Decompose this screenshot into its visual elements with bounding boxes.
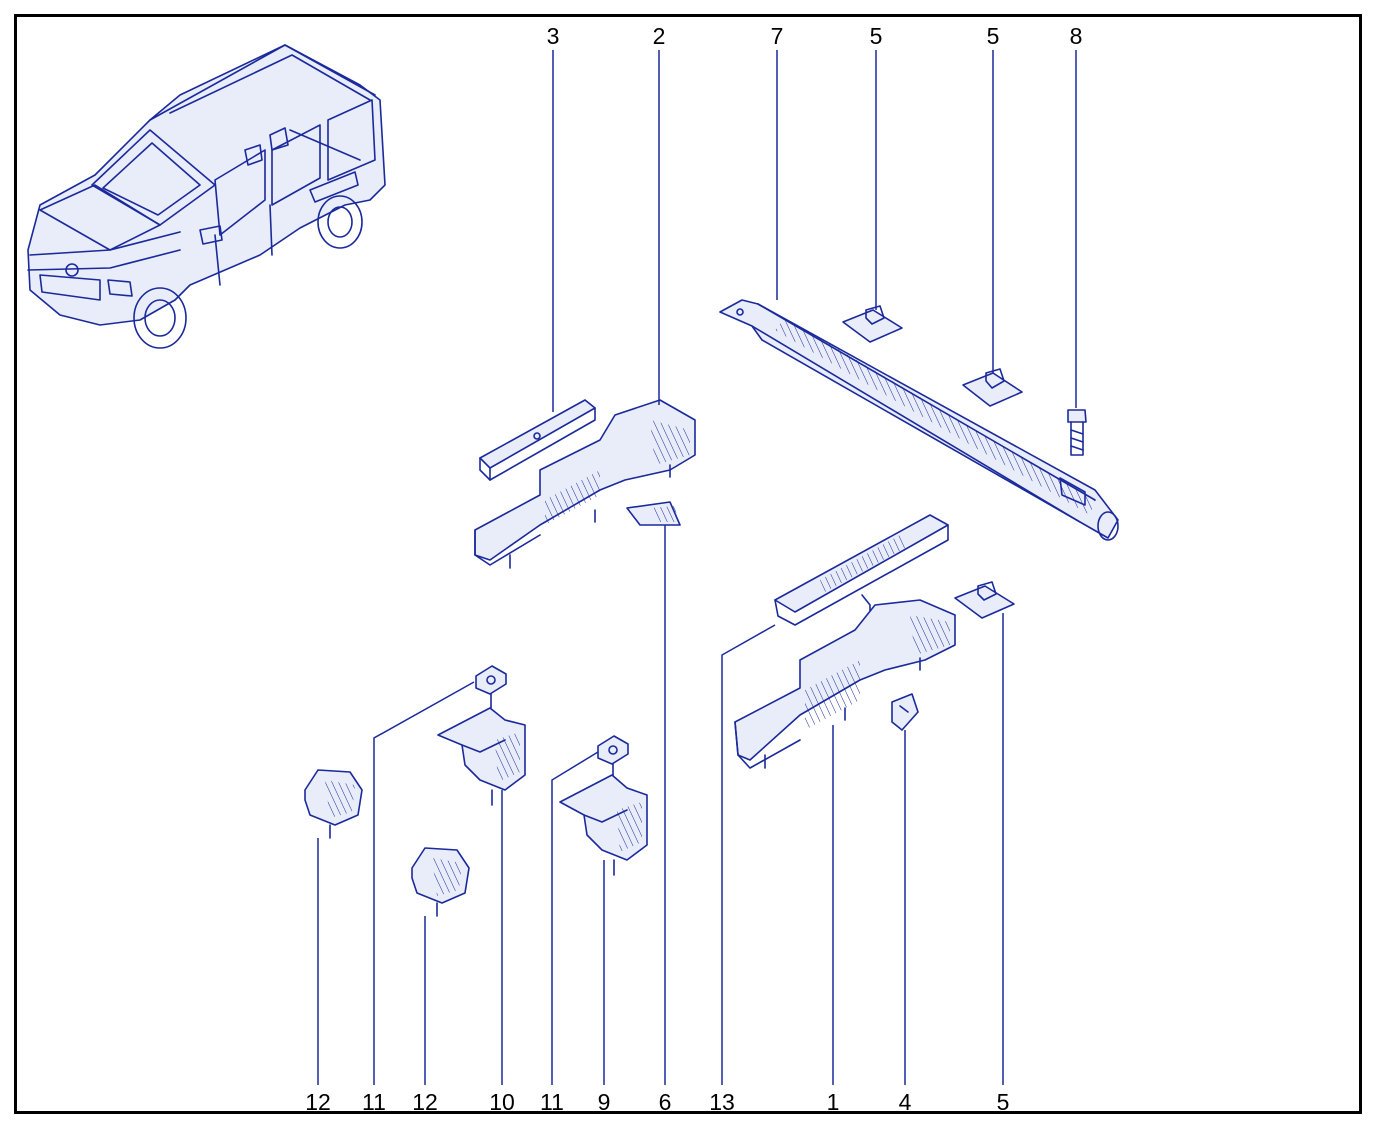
inner-rail-right [774,514,949,626]
callout-1: 1 [827,1089,840,1115]
leader-lines-top [552,50,1077,412]
callouts-top: 3 2 7 5 5 8 [547,23,1083,49]
callout-7: 7 [771,23,784,49]
side-member-right [734,599,956,769]
vehicle-overview [27,44,386,349]
callout-10: 10 [489,1089,515,1115]
fastener-clip [962,368,1023,407]
callout-5: 5 [997,1089,1010,1115]
small-bracket [891,693,919,731]
callout-3: 3 [547,23,560,49]
callout-6: 6 [659,1089,672,1115]
nut-plate [475,665,507,711]
fastener-clip [842,305,903,343]
callout-5: 5 [987,23,1000,49]
sill-rail-long [719,299,1119,541]
inner-rail-short [479,399,596,481]
bolt [1067,409,1087,456]
callout-12: 12 [305,1089,331,1115]
callout-2: 2 [653,23,666,49]
mount-bracket [437,707,526,806]
callout-12: 12 [412,1089,438,1115]
callout-8: 8 [1070,23,1083,49]
fastener-clip [954,581,1015,619]
callout-9: 9 [598,1089,611,1115]
leader-lines-bottom [317,525,1004,1085]
side-member-left [474,399,696,569]
callout-5: 5 [870,23,883,49]
callouts-bottom: 12 11 12 10 11 9 6 13 1 4 5 [305,1089,1009,1115]
small-mount-bracket [304,769,363,839]
small-plate [626,501,681,526]
small-mount-bracket [411,847,470,917]
callout-11: 11 [540,1089,564,1115]
callout-13: 13 [709,1089,735,1115]
mount-bracket [559,774,648,876]
callout-11: 11 [362,1089,386,1115]
callout-4: 4 [899,1089,912,1115]
nut-plate [597,735,629,781]
